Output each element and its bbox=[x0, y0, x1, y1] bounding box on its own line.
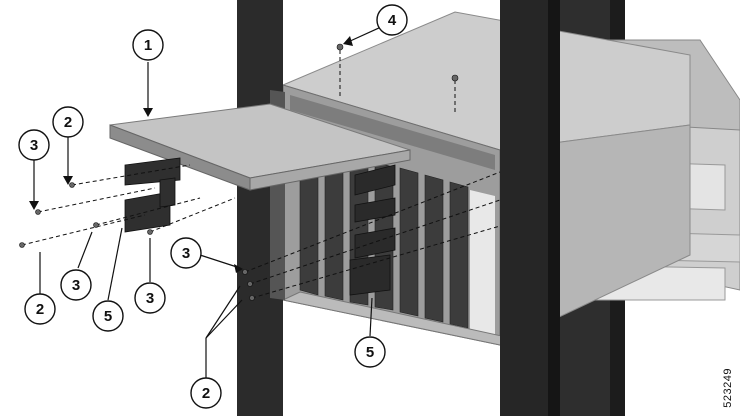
svg-text:3: 3 bbox=[72, 277, 80, 294]
rack-middle-rail bbox=[500, 0, 560, 416]
svg-text:1: 1 bbox=[144, 37, 152, 54]
callout-3-bottom-left: 3 bbox=[60, 269, 92, 301]
callouts: 1 2 3 4 2 3 5 3 bbox=[18, 4, 408, 409]
svg-text:4: 4 bbox=[388, 12, 397, 29]
callout-2-bottom-right: 2 bbox=[190, 377, 222, 409]
screw-guides bbox=[21, 50, 501, 299]
leader-lines bbox=[33, 21, 393, 378]
svg-text:3: 3 bbox=[146, 290, 154, 307]
svg-text:2: 2 bbox=[64, 114, 72, 131]
svg-text:3: 3 bbox=[182, 245, 190, 262]
callout-3-bottom-mid: 3 bbox=[134, 282, 166, 314]
bracket-left bbox=[124, 157, 181, 233]
svg-text:2: 2 bbox=[202, 385, 210, 402]
callout-2-top: 2 bbox=[52, 106, 84, 138]
callout-2-bottom-left: 2 bbox=[24, 293, 56, 325]
callout-1: 1 bbox=[132, 29, 164, 61]
screws bbox=[19, 43, 459, 301]
svg-text:5: 5 bbox=[366, 344, 374, 361]
bracket-right bbox=[349, 164, 396, 296]
leader-arrowheads bbox=[29, 36, 353, 273]
callout-5-left: 5 bbox=[92, 300, 124, 332]
callout-4: 4 bbox=[376, 4, 408, 36]
callout-3-top-left: 3 bbox=[18, 129, 50, 161]
svg-text:2: 2 bbox=[36, 301, 44, 318]
svg-text:5: 5 bbox=[104, 308, 112, 325]
callout-5-right: 5 bbox=[354, 336, 386, 368]
shelf-tray bbox=[109, 103, 411, 191]
rack-left-rail bbox=[237, 0, 285, 416]
svg-text:3: 3 bbox=[30, 137, 38, 154]
figure-id: 523249 bbox=[722, 368, 734, 408]
callout-3-right: 3 bbox=[170, 237, 202, 269]
